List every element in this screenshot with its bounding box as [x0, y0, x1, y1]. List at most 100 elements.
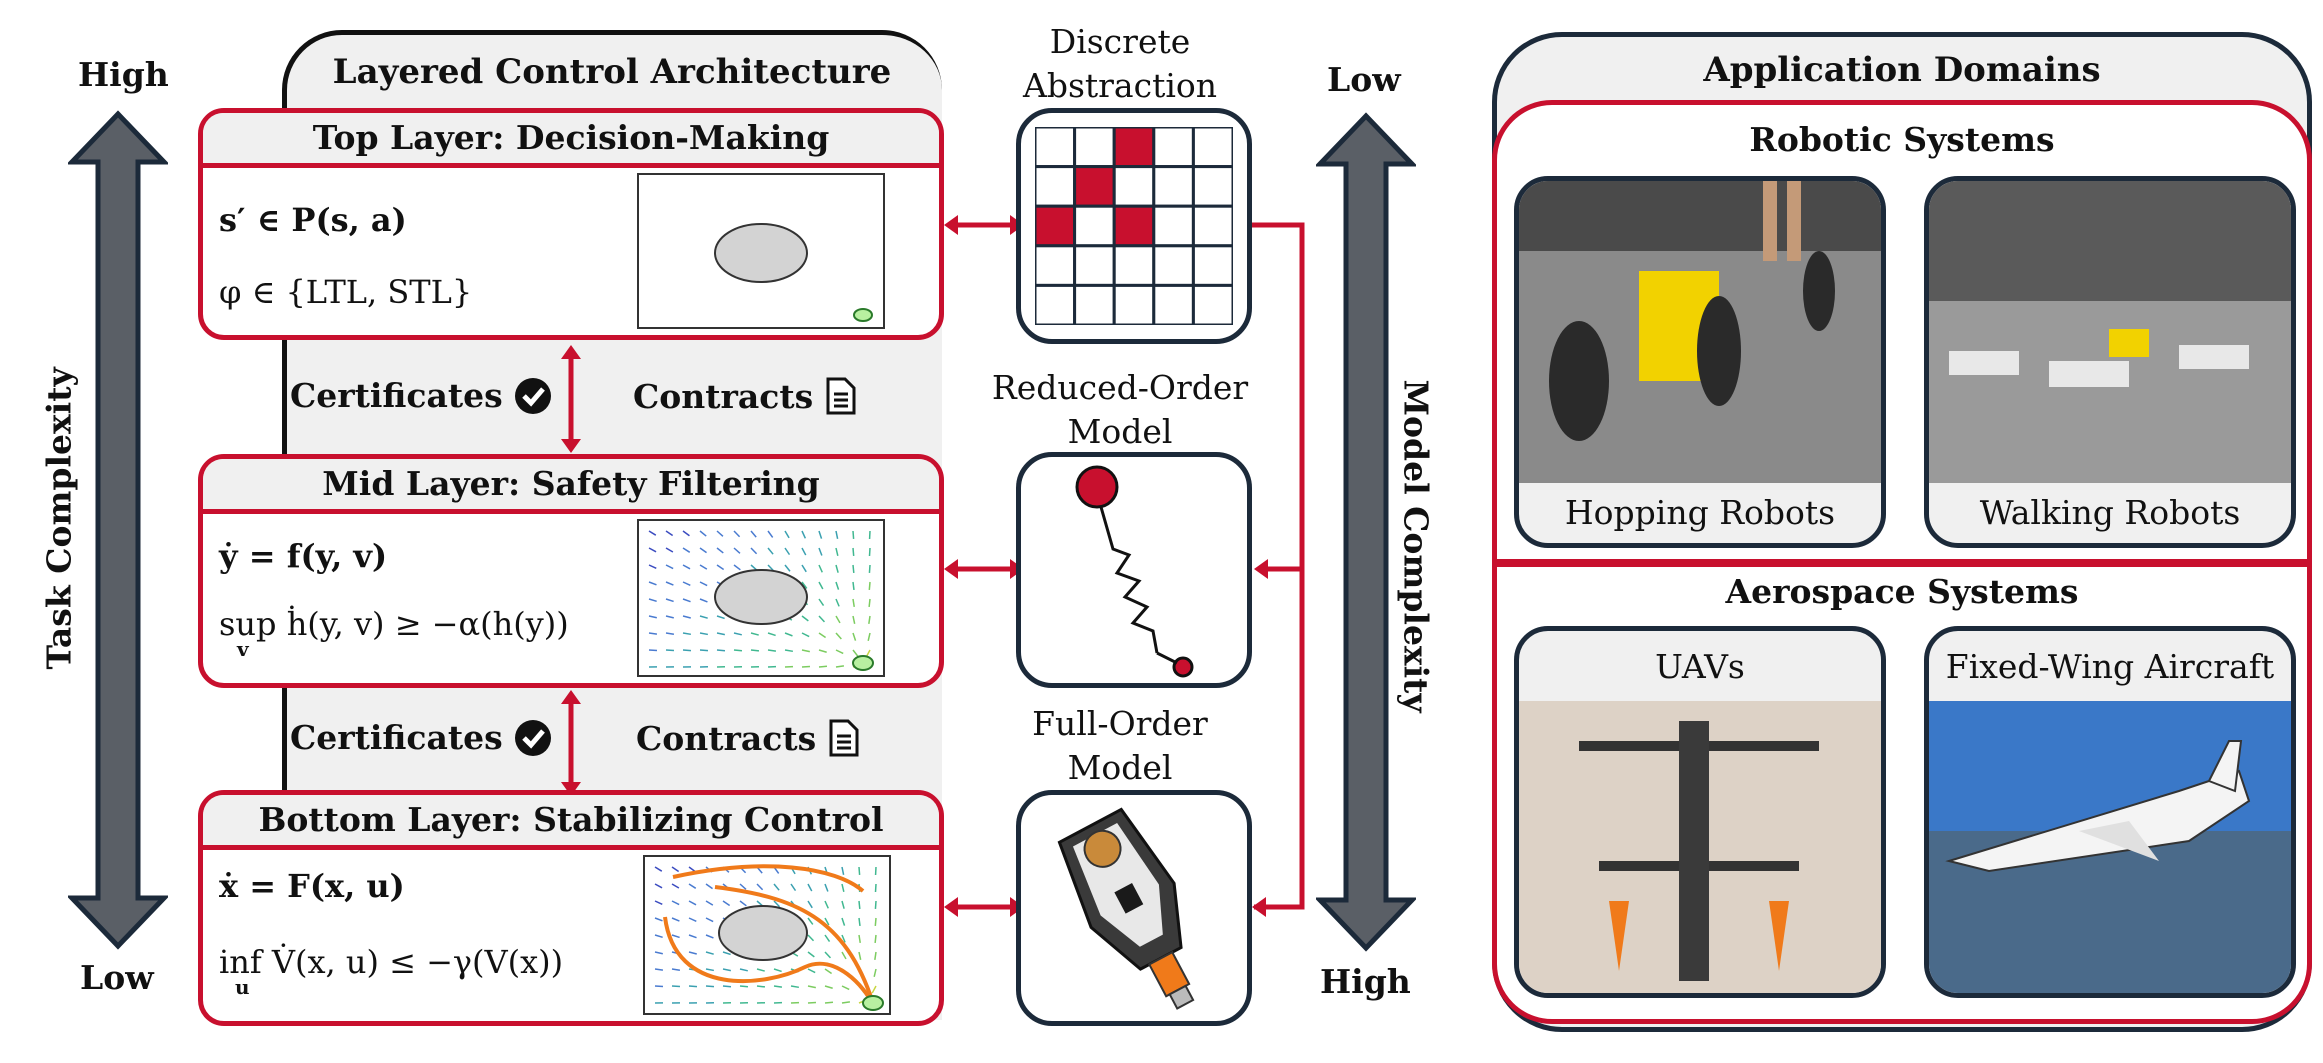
mid-layer-title: Mid Layer: Safety Filtering: [203, 459, 939, 514]
vector-field-arrow: [790, 985, 800, 989]
vector-field-arrow: [688, 985, 698, 988]
discrete-abstraction-box: [1016, 108, 1252, 344]
vector-field-arrow: [801, 649, 810, 653]
vector-field-arrow: [739, 900, 747, 907]
top-layer-plot: [637, 173, 885, 329]
abstraction-connector: [1252, 222, 1305, 917]
vector-field-arrow: [767, 530, 774, 538]
vector-field-arrow: [841, 985, 850, 991]
vector-field-arrow: [767, 649, 777, 652]
mid-layer-equation-2-sub: v: [237, 637, 249, 661]
model-axis-top-label: Low: [1327, 60, 1401, 99]
task-axis-label: Task Complexity: [39, 367, 79, 670]
vector-field-arrow: [807, 934, 815, 942]
vector-field-arrow: [716, 547, 724, 554]
vector-field-arrow: [699, 564, 708, 570]
vector-field-arrow: [654, 866, 663, 872]
vector-field-arrow: [665, 547, 674, 553]
vector-field-arrow: [682, 598, 691, 603]
vector-field-arrow: [784, 564, 791, 572]
vector-field-arrow: [824, 900, 829, 909]
robotic-systems-title: Robotic Systems: [1749, 120, 2055, 159]
vector-field-arrow: [773, 968, 782, 973]
vector-field-arrow: [801, 564, 807, 573]
vector-field-arrow: [739, 985, 749, 988]
vector-field-arrow: [835, 530, 839, 539]
grid-cell: [1112, 165, 1156, 208]
grid-cell: [1073, 125, 1116, 169]
vector-field-arrow: [705, 883, 713, 890]
mid-layer-equation-1: ẏ = f(y, v): [219, 537, 388, 575]
vector-field-arrow: [654, 951, 663, 955]
grid-cell-filled: [1033, 204, 1077, 248]
vector-field-arrow: [784, 632, 793, 637]
grid-cell: [1152, 283, 1195, 327]
vector-field-arrow: [773, 985, 783, 988]
vector-field-arrow: [716, 632, 725, 636]
hopping-robots-label: Hopping Robots: [1564, 493, 1836, 532]
vector-field-arrow: [654, 917, 663, 922]
vector-field-arrow: [654, 900, 663, 906]
vector-field-arrow: [648, 615, 657, 619]
document-icon: [826, 377, 856, 415]
vector-field-arrow: [716, 649, 726, 652]
vector-field-arrow: [852, 530, 855, 540]
grid-cell: [1112, 244, 1156, 287]
vector-field-arrow: [801, 665, 811, 668]
certificates-label-1: Certificates: [290, 376, 552, 415]
layer-link-arrow-icon: [561, 345, 581, 453]
vector-field-arrow: [682, 649, 692, 652]
reduced-order-box: [1016, 452, 1252, 688]
vector-field-arrow: [818, 598, 825, 607]
vector-field-arrow: [835, 649, 844, 655]
vector-field-arrow: [824, 934, 831, 943]
vector-field-arrow: [756, 883, 764, 891]
vector-field-arrow: [807, 1001, 817, 1004]
vector-field-arrow: [824, 985, 833, 989]
grid-cell: [1073, 204, 1116, 248]
vector-field-arrow: [784, 547, 791, 556]
grid-cell: [1033, 165, 1077, 208]
aerospace-systems-title: Aerospace Systems: [1725, 572, 2079, 611]
vector-field-arrow: [790, 883, 797, 892]
vector-field-arrow: [807, 968, 816, 974]
vector-field-arrow: [767, 632, 776, 637]
vector-field-arrow: [824, 968, 833, 975]
vector-field-arrow: [773, 883, 780, 891]
vector-field-arrow: [750, 649, 760, 652]
vector-field-arrow: [818, 581, 824, 590]
vector-field-arrow: [784, 649, 794, 653]
vector-field-arrow: [852, 615, 856, 624]
vector-field-arrow: [756, 985, 766, 988]
vector-field-arrow: [648, 530, 657, 536]
hopping-robot-model-icon: [1057, 807, 1195, 1010]
bottom-layer-equation-2: inf V̇(x, u) ≤ −γ(V(x)): [219, 943, 564, 981]
grid-cell: [1073, 283, 1116, 327]
vector-field-arrow: [648, 564, 657, 570]
walking-robots-label: Walking Robots: [1979, 493, 2241, 532]
vector-field-arrow: [874, 917, 877, 927]
vector-field-arrow: [852, 564, 855, 574]
vector-field-arrow: [824, 917, 830, 926]
vector-field-arrow: [807, 951, 815, 958]
vector-field-arrow: [671, 917, 680, 922]
grid-cell: [1152, 125, 1195, 169]
vector-field-arrow: [852, 632, 857, 641]
vector-field-arrow: [705, 900, 714, 906]
vector-field-arrow: [874, 951, 877, 961]
layer-link-arrow-icon: [561, 690, 581, 796]
vector-field-arrow: [682, 530, 690, 537]
grid-cell: [1033, 244, 1077, 287]
vector-field-arrow: [852, 649, 859, 657]
vector-field-arrow: [716, 615, 725, 620]
vector-field-arrow: [682, 547, 691, 553]
vector-field-arrow: [801, 530, 807, 539]
vector-field-arrow: [733, 547, 741, 554]
vector-field-arrow: [705, 951, 714, 955]
vector-field-arrow: [722, 951, 731, 956]
vector-field-arrow: [716, 564, 725, 571]
document-icon: [829, 719, 859, 757]
